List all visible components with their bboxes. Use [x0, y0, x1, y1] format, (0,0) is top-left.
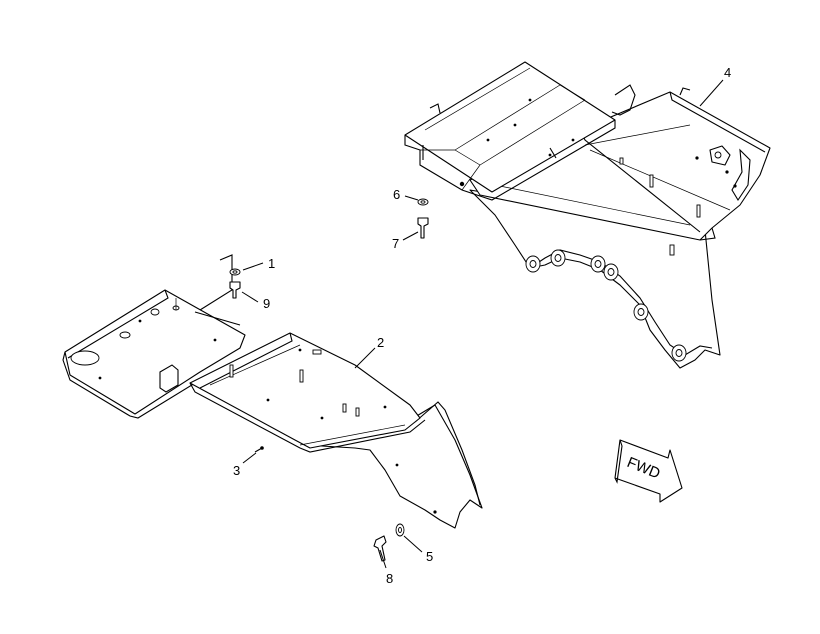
bolt-8	[373, 535, 387, 562]
callout-6-leader	[404, 195, 419, 201]
left-step-fold	[209, 344, 406, 446]
left-deck-bracket	[159, 364, 179, 393]
bolt-7	[417, 217, 429, 239]
callout-7: 7	[392, 236, 399, 251]
right-tray-clip	[429, 87, 691, 159]
callout-8-leader	[379, 549, 387, 569]
forward-arrow-icon: FWD	[614, 439, 683, 503]
callout-8: 8	[386, 571, 393, 586]
part-4-right-fender-assembly	[404, 61, 771, 369]
callout-9: 9	[263, 296, 270, 311]
callout-labels: 1 2 3 4 5 6 7 8 9	[233, 65, 731, 586]
right-platform-fold	[494, 124, 731, 226]
callout-9-leader	[241, 291, 259, 303]
right-fender-bosses	[525, 249, 687, 362]
callout-4-leader	[699, 79, 724, 107]
right-tray-inner	[420, 149, 481, 191]
left-platform-deck	[64, 289, 246, 415]
right-tray-walls	[404, 120, 616, 201]
right-side-bracket	[731, 148, 751, 202]
callout-1: 1	[268, 256, 275, 271]
part-2-left-fender-assembly	[189, 332, 483, 529]
left-platform-assembly	[62, 254, 246, 419]
right-tray-tab	[611, 84, 636, 116]
right-tray-divider	[424, 67, 586, 166]
callout-5: 5	[426, 549, 433, 564]
left-fender-rim	[414, 401, 481, 506]
right-platform-deck	[469, 91, 771, 241]
hardware-1-9	[229, 262, 264, 303]
callout-5-leader	[403, 535, 423, 553]
callout-3-leader	[242, 452, 257, 464]
callout-4: 4	[724, 65, 731, 80]
left-step-deck	[189, 332, 421, 449]
left-platform-edge	[62, 289, 201, 419]
callout-2: 2	[377, 335, 384, 350]
left-platform-cutout	[70, 350, 100, 366]
callout-7-leader	[402, 231, 419, 241]
left-step-slots	[229, 348, 387, 420]
right-deck-slots	[619, 156, 737, 256]
callout-3: 3	[233, 463, 240, 478]
callout-1-leader	[242, 262, 264, 271]
hardware-6-7	[402, 145, 429, 241]
bolt-9	[229, 281, 241, 299]
hardware-5-8	[373, 523, 423, 569]
callout-2-leader	[354, 347, 376, 369]
callout-6: 6	[393, 187, 400, 202]
